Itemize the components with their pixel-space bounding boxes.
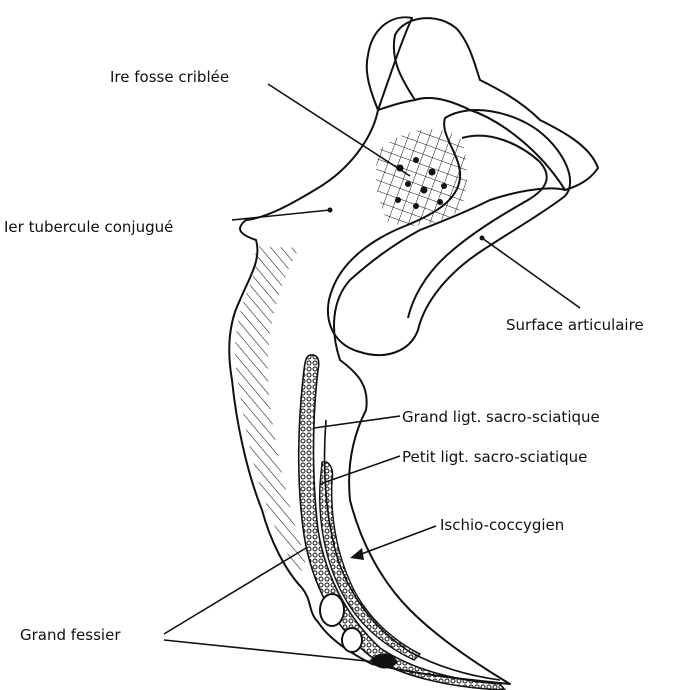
top-process (367, 17, 412, 110)
leader-grand-fessier-1 (164, 548, 306, 634)
label-tubercule-conjugue: Ier tubercule conjugué (4, 218, 173, 236)
label-ischio-coccygien: Ischio-coccygien (440, 516, 564, 534)
label-fosse-criblee: Ire fosse criblée (110, 68, 229, 86)
leader-tubercule-dot (328, 208, 333, 213)
label-petit-ligt: Petit ligt. sacro-sciatique (402, 448, 587, 466)
label-grand-fessier: Grand fessier (20, 626, 121, 644)
leader-ischio (356, 526, 436, 556)
lower-lobe-2 (342, 628, 362, 652)
leader-surface-dot (480, 236, 485, 241)
fosse-criblee-area (376, 129, 467, 226)
label-grand-ligt: Grand ligt. sacro-sciatique (402, 408, 600, 426)
lower-lobe-1 (320, 594, 344, 626)
label-surface-articulaire: Surface articulaire (506, 316, 644, 334)
leader-surface-articulaire (482, 238, 580, 308)
